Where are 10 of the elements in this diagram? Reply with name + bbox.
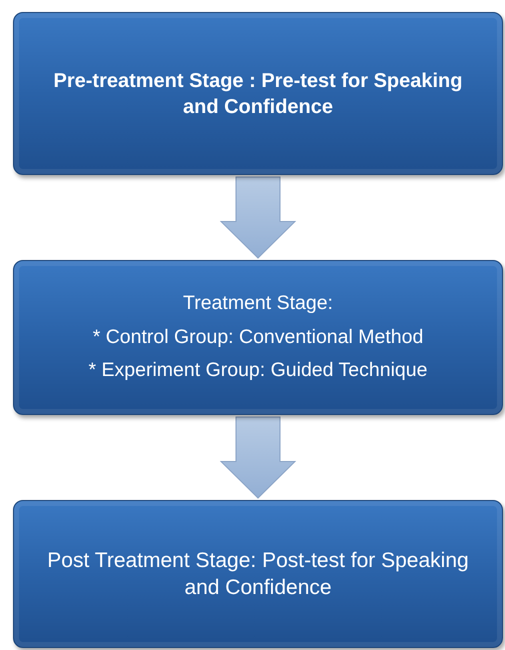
- block-arrow: [220, 176, 296, 259]
- box-text: Pre-treatment Stage : Pre-test for Speaking and Confidence: [52, 68, 464, 120]
- process-box: [13, 260, 503, 415]
- block-arrow: [220, 416, 296, 499]
- box-heading: Treatment Stage:: [183, 291, 333, 316]
- list-item: * Experiment Group: Guided Technique: [88, 358, 428, 384]
- process-box: [13, 500, 503, 648]
- process-box: [13, 12, 503, 175]
- box-text: Post Treatment Stage: Post-test for Speaking and Confidence: [46, 548, 470, 601]
- list-item: * Control Group: Conventional Method: [92, 324, 424, 350]
